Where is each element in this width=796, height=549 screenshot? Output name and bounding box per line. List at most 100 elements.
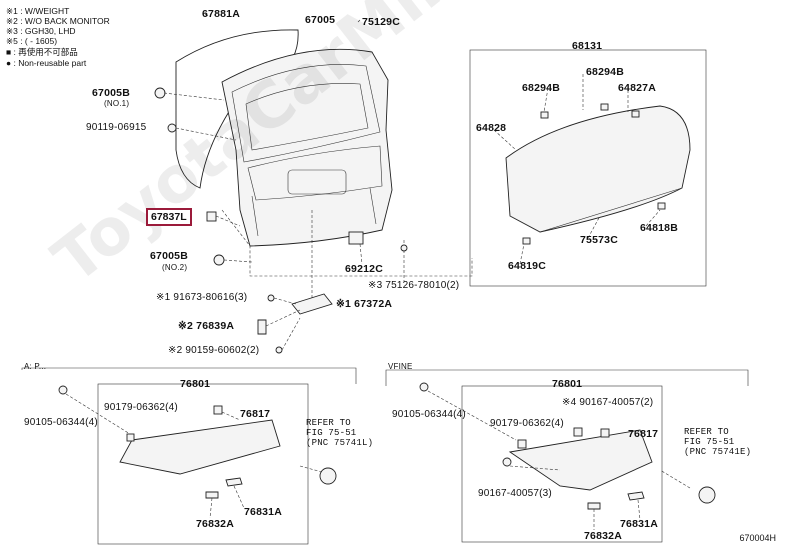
door-edge-lines bbox=[251, 187, 377, 237]
right-label-90105[interactable]: 90105-06344(4) bbox=[392, 409, 466, 420]
hinge-lower bbox=[213, 254, 225, 266]
right-garnish-frame bbox=[461, 385, 663, 543]
garnish-frame bbox=[469, 49, 707, 287]
left-garnish-frame bbox=[97, 383, 309, 545]
part-label-67881A[interactable]: 67881A bbox=[202, 8, 240, 20]
back-door-garnish-68131 bbox=[505, 105, 691, 233]
part-label-64818B[interactable]: 64818B bbox=[640, 222, 678, 234]
left-refer-line-2: FIG 75-51 bbox=[306, 428, 357, 438]
right-clip-76817 bbox=[600, 428, 610, 438]
leader-dashes-left bbox=[163, 92, 301, 351]
clip-64818B bbox=[657, 202, 666, 210]
left-label-90179[interactable]: 90179-06362(4) bbox=[104, 402, 178, 413]
left-pad-76832A bbox=[205, 491, 219, 499]
right-refer-line-3: (PNC 75741E) bbox=[684, 447, 752, 457]
leader-dashes-garnish bbox=[493, 74, 661, 265]
right-pad-76832A bbox=[587, 502, 601, 510]
left-label-76817[interactable]: 76817 bbox=[240, 408, 271, 420]
right-label-90179[interactable]: 90179-06362(4) bbox=[490, 418, 564, 429]
part-label-90119[interactable]: 90119-06915 bbox=[86, 122, 147, 133]
part-label-68294B-top[interactable]: 68294B bbox=[586, 66, 624, 78]
part-label-68294B-left[interactable]: 68294B bbox=[522, 82, 560, 94]
left-label-90105[interactable]: 90105-06344(4) bbox=[24, 417, 98, 428]
left-garnish-76801 bbox=[119, 419, 281, 475]
part-label-no2: (NO.2) bbox=[162, 263, 188, 272]
part-label-64819C[interactable]: 64819C bbox=[508, 260, 546, 272]
part-label-69212C[interactable]: 69212C bbox=[345, 263, 383, 275]
back-door-panel bbox=[221, 48, 393, 247]
left-label-76801[interactable]: 76801 bbox=[180, 378, 211, 390]
right-label-90167-a[interactable]: ※4 90167-40057(2) bbox=[562, 397, 654, 408]
right-emblem bbox=[698, 486, 716, 504]
back-door-window-opening bbox=[245, 83, 369, 151]
part-label-76839A[interactable]: ※2 76839A bbox=[178, 320, 235, 332]
cover-76839A bbox=[257, 319, 267, 335]
assembly-line-3 bbox=[359, 243, 363, 265]
clip-64827A bbox=[631, 110, 640, 118]
left-nut-90105 bbox=[58, 385, 68, 395]
clip-68294B-b bbox=[600, 103, 609, 111]
left-section-title: A: P... bbox=[24, 362, 47, 371]
part-label-67005[interactable]: 67005 bbox=[305, 14, 336, 26]
drawing-code: 670004H bbox=[739, 533, 776, 543]
left-refer-line-3: (PNC 75741L) bbox=[306, 438, 374, 448]
right-garnish-76801 bbox=[508, 429, 653, 491]
right-label-76832A[interactable]: 76832A bbox=[584, 530, 622, 542]
note-2: ※2 : W/O BACK MONITOR bbox=[6, 16, 110, 26]
part-label-64828[interactable]: 64828 bbox=[476, 122, 507, 134]
screw-91673 bbox=[267, 294, 275, 302]
right-refer-line-2: FIG 75-51 bbox=[684, 437, 735, 447]
bolt-90119 bbox=[167, 123, 177, 133]
nut-67837L bbox=[206, 211, 217, 222]
note-4: ※5 : ( - 1605) bbox=[6, 36, 58, 46]
right-label-90167-b[interactable]: 90167-40057(3) bbox=[478, 488, 552, 499]
part-label-64827A[interactable]: 64827A bbox=[618, 82, 656, 94]
part-label-67005B-2[interactable]: 67005B bbox=[150, 250, 188, 262]
left-refer-line-1: REFER TO bbox=[306, 418, 351, 428]
left-clip-90179 bbox=[126, 433, 135, 442]
clip-64819C bbox=[522, 237, 531, 245]
screw-90159 bbox=[275, 346, 283, 354]
left-label-76832A[interactable]: 76832A bbox=[196, 518, 234, 530]
part-label-90159[interactable]: ※2 90159-60602(2) bbox=[168, 345, 260, 356]
right-refer-line-1: REFER TO bbox=[684, 427, 729, 437]
part-label-68131[interactable]: 68131 bbox=[572, 40, 603, 52]
left-clip-76817 bbox=[213, 405, 223, 415]
leader-dashes-left-box bbox=[65, 393, 323, 519]
part-label-67372A[interactable]: ※1 67372A bbox=[336, 298, 393, 310]
part-label-67837L-highlighted[interactable]: 67837L bbox=[146, 208, 192, 226]
right-label-76801[interactable]: 76801 bbox=[552, 378, 583, 390]
bracket-67372A bbox=[291, 293, 333, 315]
right-label-76831A[interactable]: 76831A bbox=[620, 518, 658, 530]
note-3: ※3 : GGH30, LHD bbox=[6, 26, 76, 36]
right-section-title: VFINE bbox=[388, 362, 413, 371]
right-label-76817[interactable]: 76817 bbox=[628, 428, 659, 440]
left-emblem bbox=[319, 467, 337, 485]
leader-dashes-right-box bbox=[427, 390, 691, 530]
license-plate-recess bbox=[287, 169, 347, 195]
right-clip-90167b bbox=[502, 457, 512, 467]
right-nut-90105 bbox=[419, 382, 429, 392]
right-clip-90167a bbox=[573, 427, 583, 437]
note-1: ※1 : W/WEIGHT bbox=[6, 6, 70, 16]
garnish-lower-edge bbox=[509, 187, 683, 233]
part-label-75126[interactable]: ※3 75126-78010(2) bbox=[368, 280, 460, 291]
clip-68294B-a bbox=[540, 111, 549, 119]
part-label-75573C[interactable]: 75573C bbox=[580, 234, 618, 246]
part-label-91673[interactable]: ※1 91673-80616(3) bbox=[156, 292, 248, 303]
note-5: ■ : 再使用不可部品 bbox=[6, 47, 78, 57]
note-6: ● : Non-reusable part bbox=[6, 58, 87, 68]
left-label-76831A[interactable]: 76831A bbox=[244, 506, 282, 518]
part-label-67005B-1[interactable]: 67005B bbox=[92, 87, 130, 99]
right-clip-90179 bbox=[517, 439, 527, 449]
back-door-lower-panel bbox=[247, 145, 383, 201]
part-label-75129C[interactable]: 75129C bbox=[362, 16, 400, 28]
part-label-no1: (NO.1) bbox=[104, 99, 130, 108]
left-pad-76831A bbox=[225, 477, 243, 487]
left-section-bracket bbox=[21, 367, 357, 384]
clip-75126 bbox=[400, 244, 408, 252]
right-pad-76831A bbox=[627, 491, 645, 501]
handle-69212C bbox=[348, 231, 364, 245]
